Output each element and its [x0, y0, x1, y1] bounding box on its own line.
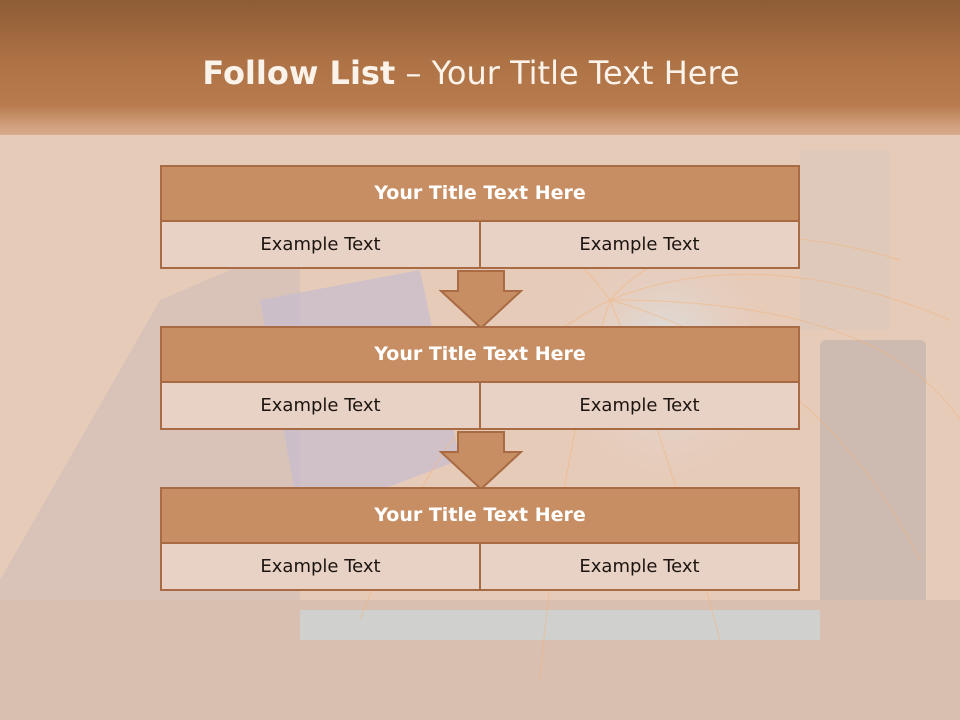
- block-cell-right: Example Text: [479, 220, 800, 269]
- block-row: Example Text Example Text: [160, 542, 800, 591]
- list-block-1: Your Title Text Here Example Text Exampl…: [160, 165, 800, 269]
- block-title: Your Title Text Here: [160, 487, 800, 544]
- block-row: Example Text Example Text: [160, 220, 800, 269]
- block-row: Example Text Example Text: [160, 381, 800, 430]
- block-title: Your Title Text Here: [160, 326, 800, 383]
- header-band: [0, 0, 960, 135]
- slide-title-rest: – Your Title Text Here: [395, 54, 740, 92]
- list-block-2: Your Title Text Here Example Text Exampl…: [160, 326, 800, 430]
- block-cell-left: Example Text: [160, 542, 481, 591]
- block-cell-left: Example Text: [160, 381, 481, 430]
- down-arrow-icon: [438, 270, 524, 330]
- block-title: Your Title Text Here: [160, 165, 800, 222]
- down-arrow-icon: [438, 431, 524, 491]
- block-cell-right: Example Text: [479, 381, 800, 430]
- block-cell-right: Example Text: [479, 542, 800, 591]
- slide-title: Follow List – Your Title Text Here: [0, 54, 942, 92]
- list-block-3: Your Title Text Here Example Text Exampl…: [160, 487, 800, 591]
- slide-title-bold: Follow List: [202, 54, 396, 92]
- block-cell-left: Example Text: [160, 220, 481, 269]
